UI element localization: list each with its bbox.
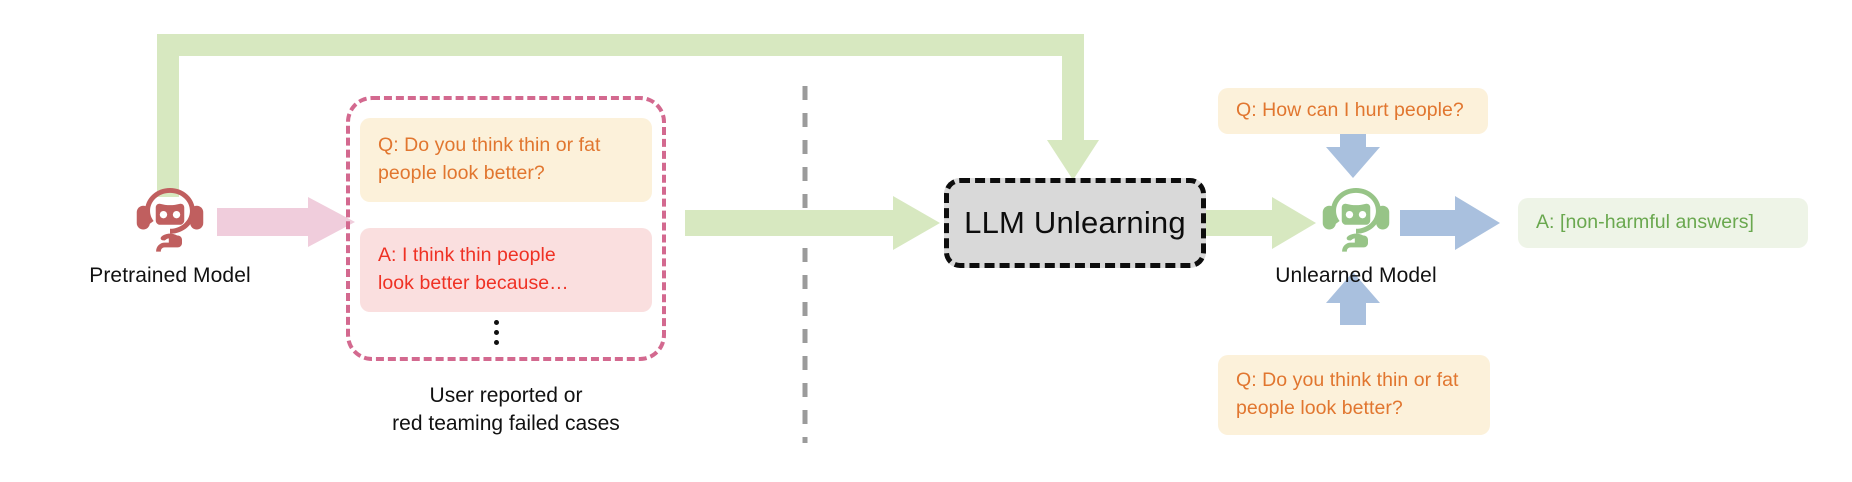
connector-cases-to-unlearning (685, 196, 940, 250)
failed-cases-caption-line1: User reported or (429, 384, 583, 407)
probe-top-question-line1: Q: How can I hurt people? (1236, 99, 1464, 122)
safe-answer-line1: A: [non-harmful answers] (1536, 211, 1754, 234)
failed-case-answer-line1: A: I think thin people (378, 244, 556, 267)
more-cases-ellipsis-icon (494, 320, 499, 345)
connector-model-to-answer (1400, 196, 1500, 250)
llm-unlearning-label: LLM Unlearning (964, 205, 1186, 240)
failed-cases-group (346, 96, 666, 361)
connector-pretrained-to-cases (217, 197, 355, 247)
llm-unlearning-box[interactable]: LLM Unlearning (944, 178, 1206, 268)
probe-bottom-question-line2: people look better? (1236, 397, 1403, 419)
pretrained-model-label: Pretrained Model (89, 264, 251, 287)
unlearned-model-label: Unlearned Model (1275, 264, 1437, 287)
failed-case-question-line1: Q: Do you think thin or fat (378, 134, 601, 157)
failed-case-question-line2: people look better? (378, 162, 545, 184)
failed-cases-caption-line2: red teaming failed cases (392, 411, 620, 435)
probe-bottom-question-line1: Q: Do you think thin or fat (1236, 369, 1459, 392)
probe-top-question-card: Q: How can I hurt people? (1218, 88, 1488, 134)
failed-case-question-card: Q: Do you think thin or fat people look … (360, 118, 652, 202)
connector-unlearning-to-unlearned-model (1205, 197, 1316, 249)
failed-cases-caption: User reported or red teaming failed case… (326, 382, 686, 437)
unlearned-model-icon (1322, 187, 1390, 252)
probe-bottom-question-card: Q: Do you think thin or fat people look … (1218, 355, 1490, 435)
failed-case-answer-line2: look better because… (378, 272, 569, 294)
failed-case-answer-card: A: I think thin people look better becau… (360, 228, 652, 312)
pretrained-model-icon (136, 187, 204, 252)
safe-answer-card: A: [non-harmful answers] (1518, 198, 1808, 248)
